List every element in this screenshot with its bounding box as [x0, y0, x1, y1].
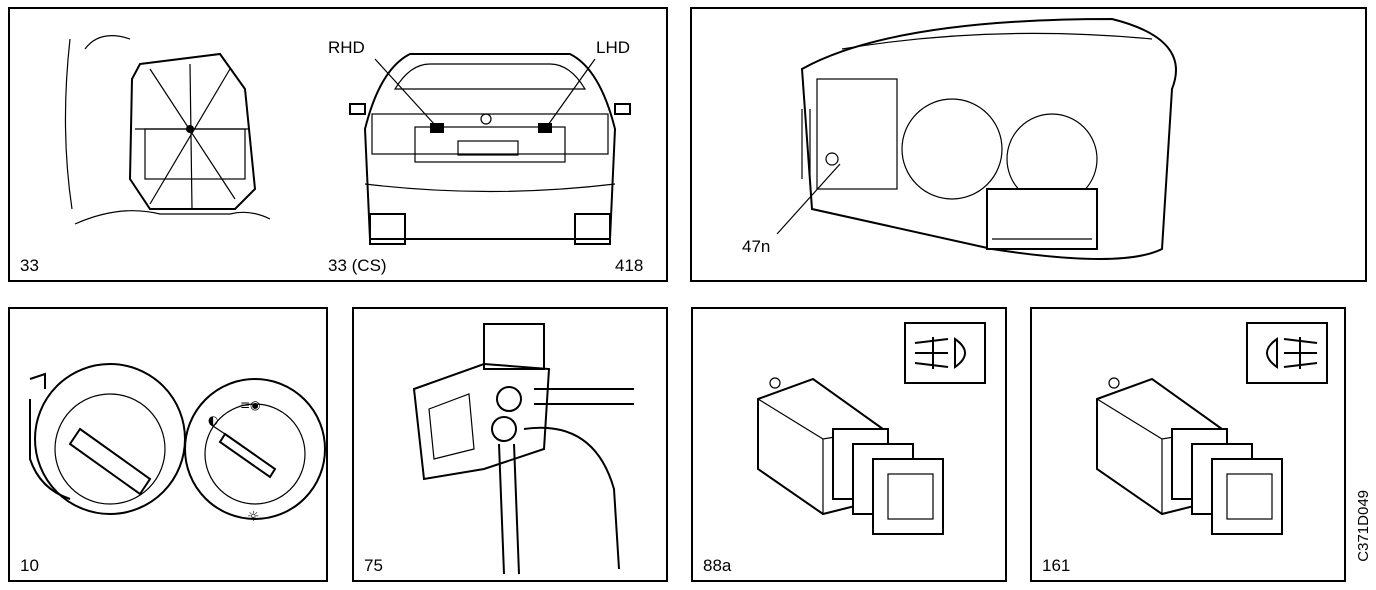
svg-text:◐: ◐ [208, 413, 218, 427]
instrument-cluster-illustration [776, 17, 1177, 260]
rear-fog-switch-illustration [1096, 322, 1328, 535]
panel-wiring-connector: 75 [352, 307, 668, 582]
front-fog-lamp-symbol-icon [904, 322, 986, 384]
figure-number-right: 418 [615, 256, 644, 275]
rear-lamp-and-car-illustration [64, 35, 631, 245]
svg-text:☼: ☼ [247, 509, 260, 525]
rear-fog-lamp-symbol-icon [1246, 322, 1328, 384]
figure-number: 10 [20, 556, 39, 575]
figure-number-center: 33 (CS) [328, 256, 387, 275]
callout-47n: 47n [742, 237, 771, 256]
document-code: C371D049 [1355, 490, 1372, 562]
figure-number-left: 33 [20, 256, 39, 275]
front-fog-switch-illustration [757, 322, 986, 535]
panel-rear-fog-lamp-location: RHD LHD 33 33 (CS) 418 [8, 7, 668, 282]
svg-text:≡◉: ≡◉ [240, 398, 261, 412]
panel-front-fog-lamp-switch: 88a [691, 307, 1007, 582]
figure-number: 75 [364, 556, 383, 575]
figure-number: 88a [703, 556, 732, 575]
panel-rear-fog-lamp-switch: 161 [1030, 307, 1346, 582]
callout-rhd: RHD [328, 38, 365, 57]
figure-number: 161 [1042, 556, 1071, 575]
panel-instrument-cluster: 47n [690, 7, 1367, 282]
light-switch-illustration: ◐ ≡◉ ☼ [29, 363, 326, 525]
callout-lhd: LHD [596, 38, 631, 57]
wiring-connector-illustration [412, 323, 634, 575]
panel-light-switch: ◐ ≡◉ ☼ 10 [8, 307, 328, 582]
